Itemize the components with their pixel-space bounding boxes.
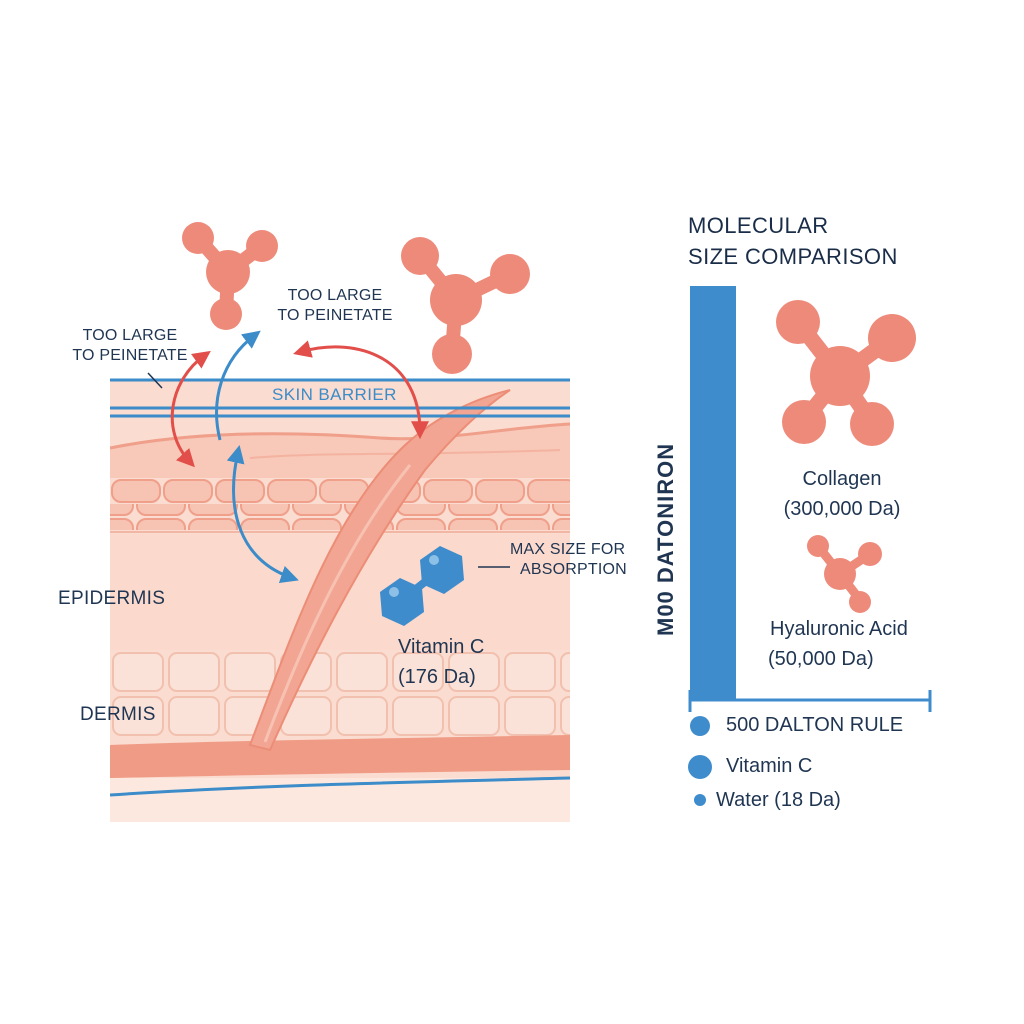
collagen-molecule-icon (776, 300, 916, 446)
legend-item-vitamin-c: Vitamin C (726, 755, 813, 777)
large-molecule-icon-left (182, 222, 278, 330)
vitamin-c-label: Vitamin C (176 Da) (398, 636, 485, 688)
legend-item-dalton-rule: 500 DALTON RULE (726, 714, 904, 736)
comparison-panel (688, 286, 932, 712)
penetration-arrows (170, 330, 429, 583)
comparison-title: MOLECULAR SIZE COMPARISON (688, 213, 898, 269)
hyaluronic-molecule-icon (807, 535, 882, 613)
too-large-label-top: TOO LARGE TO PEINETATE (277, 287, 393, 324)
legend-dot-water (694, 794, 706, 806)
dalton-axis-label: M00 DATONIRON (653, 442, 678, 636)
hyaluronic-label: Hyaluronic Acid (50,000 Da) (768, 618, 908, 670)
skin-cross-section (110, 380, 570, 822)
legend-dot-vitamin-c (688, 755, 712, 779)
too-large-label-left: TOO LARGE TO PEINETATE (72, 327, 188, 364)
vitamin-c-molecule-icon (380, 546, 464, 626)
legend-dots (688, 716, 712, 806)
skin-barrier-label: SKIN BARRIER (272, 385, 397, 404)
legend-item-water: Water (18 Da) (716, 789, 841, 811)
max-size-label: MAX SIZE FOR ABSORPTION (510, 541, 627, 578)
large-molecule-icon-right (401, 237, 530, 374)
epidermis-label: EPIDERMIS (58, 588, 166, 609)
legend-dot-dalton-rule (690, 716, 710, 736)
dalton-bar (690, 286, 736, 700)
dermis-label: DERMIS (80, 704, 156, 725)
collagen-label: Collagen (300,000 Da) (783, 468, 901, 520)
